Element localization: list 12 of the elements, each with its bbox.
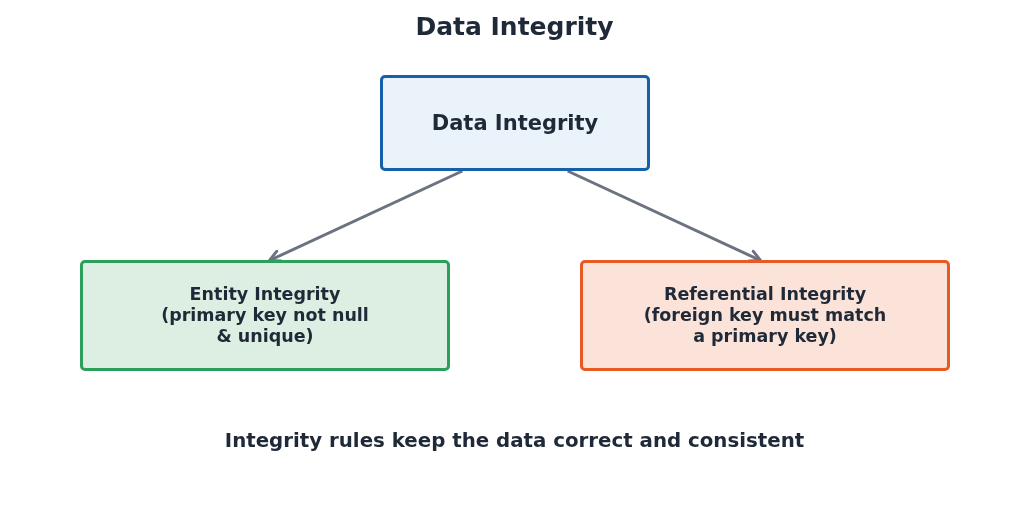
diagram-caption: Integrity rules keep the data correct and consistent — [223, 429, 806, 453]
arrow — [567, 169, 763, 263]
process-box — [80, 260, 450, 371]
process-box — [380, 75, 650, 171]
box-heading: Referential Integrity — [663, 284, 867, 305]
box-description: (foreign key must match a primary key) — [642, 305, 888, 347]
box-heading: Data Integrity — [431, 112, 599, 134]
diagram-title: Data Integrity — [414, 11, 615, 43]
arrow — [267, 169, 463, 263]
box-heading: Entity Integrity — [189, 284, 341, 305]
process-box — [580, 260, 950, 371]
box-description: (primary key not null & unique) — [160, 305, 370, 347]
